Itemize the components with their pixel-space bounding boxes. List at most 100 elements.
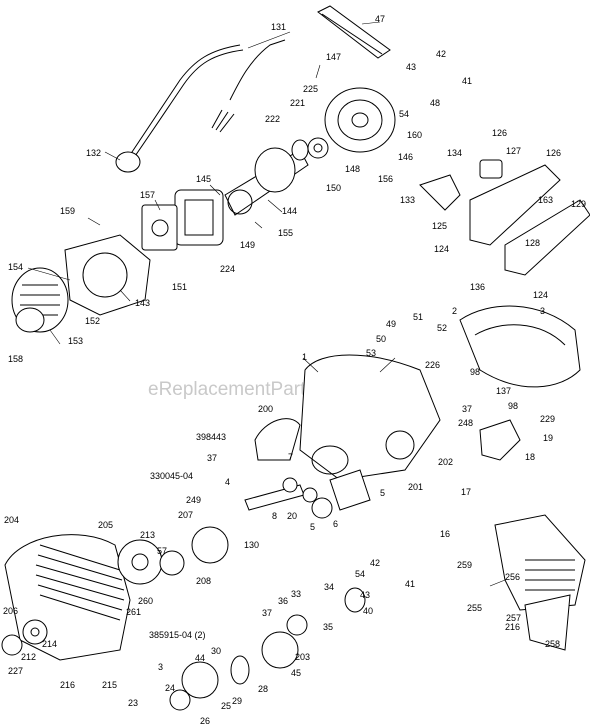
label-126-a: 126	[492, 128, 507, 138]
label-248: 248	[458, 418, 473, 428]
label-19: 19	[543, 433, 553, 443]
label-159: 159	[60, 206, 75, 216]
label-153: 153	[68, 336, 83, 346]
label-8: 8	[272, 511, 277, 521]
label-45: 45	[291, 668, 301, 678]
label-26: 26	[200, 716, 210, 726]
label-150: 150	[326, 183, 341, 193]
label-4: 4	[225, 477, 230, 487]
blade-washer-parts	[1, 619, 48, 656]
power-cord	[115, 39, 286, 173]
label-2: 2	[452, 306, 457, 316]
label-227: 227	[8, 666, 23, 676]
label-23: 23	[128, 698, 138, 708]
label-205: 205	[98, 520, 113, 530]
label-149: 149	[240, 240, 255, 250]
drive-belt	[317, 5, 391, 59]
label-156: 156	[378, 174, 393, 184]
label-203: 203	[295, 652, 310, 662]
label-25: 25	[221, 701, 231, 711]
label-36: 36	[278, 596, 288, 606]
label-41: 41	[462, 76, 472, 86]
label-47: 47	[375, 14, 385, 24]
label-128: 128	[525, 238, 540, 248]
label-221: 221	[290, 98, 305, 108]
lower-guard	[4, 534, 131, 661]
label-208: 208	[196, 576, 211, 586]
label-43-b: 43	[360, 590, 370, 600]
label-157: 157	[140, 190, 155, 200]
label-3-b: 3	[158, 662, 163, 672]
label-133: 133	[400, 195, 415, 205]
label-3-a: 3	[540, 306, 545, 316]
fence-bracket	[479, 419, 521, 461]
brush-holder	[141, 204, 178, 251]
upper-guard	[459, 305, 581, 388]
label-130: 130	[244, 540, 259, 550]
label-201: 201	[408, 482, 423, 492]
label-51: 51	[413, 312, 423, 322]
armature	[224, 139, 309, 216]
label-129: 129	[571, 199, 586, 209]
switch-handle	[419, 159, 590, 276]
label-256: 256	[505, 572, 520, 582]
label-37-a: 37	[462, 404, 472, 414]
label-146: 146	[398, 152, 413, 162]
label-202: 202	[438, 457, 453, 467]
label-152: 152	[85, 316, 100, 326]
label-37-c: 37	[262, 608, 272, 618]
end-cap	[11, 267, 69, 333]
label-224: 224	[220, 264, 235, 274]
label-7: 7	[288, 452, 293, 462]
label-200: 200	[258, 404, 273, 414]
label-41-b: 41	[405, 579, 415, 589]
label-207: 207	[178, 510, 193, 520]
label-158: 158	[8, 354, 23, 364]
label-54-b: 54	[355, 569, 365, 579]
label-98-b: 98	[508, 401, 518, 411]
label-28: 28	[258, 684, 268, 694]
blade-guard-insert	[254, 418, 301, 461]
label-40: 40	[363, 606, 373, 616]
label-30: 30	[211, 646, 221, 656]
label-124-b: 124	[533, 290, 548, 300]
belt-housing	[307, 87, 396, 159]
label-261: 261	[126, 607, 141, 617]
label-131: 131	[271, 22, 286, 32]
label-134: 134	[447, 148, 462, 158]
label-147: 147	[326, 52, 341, 62]
label-213: 213	[140, 530, 155, 540]
label-137: 137	[496, 386, 511, 396]
label-42-b: 42	[370, 558, 380, 568]
label-214: 214	[42, 639, 57, 649]
label-160: 160	[407, 130, 422, 140]
label-249: 249	[186, 495, 201, 505]
label-151: 151	[172, 282, 187, 292]
label-216-a: 216	[505, 622, 520, 632]
label-136: 136	[470, 282, 485, 292]
label-255: 255	[467, 603, 482, 613]
label-6: 6	[333, 519, 338, 529]
label-258: 258	[545, 639, 560, 649]
label-330045-04: 330045-04	[150, 471, 193, 481]
label-206: 206	[3, 606, 18, 616]
label-257: 257	[506, 613, 521, 623]
label-48: 48	[430, 98, 440, 108]
label-124-a: 124	[434, 244, 449, 254]
label-42: 42	[436, 49, 446, 59]
label-144: 144	[282, 206, 297, 216]
label-125: 125	[432, 221, 447, 231]
arbor-assembly	[169, 587, 366, 711]
label-148: 148	[345, 164, 360, 174]
label-24: 24	[165, 683, 175, 693]
label-18: 18	[525, 452, 535, 462]
label-57: 57	[157, 546, 167, 556]
label-126-b: 126	[546, 148, 561, 158]
label-43: 43	[406, 62, 416, 72]
label-33: 33	[291, 589, 301, 599]
label-259: 259	[457, 560, 472, 570]
motor-housing	[64, 234, 151, 316]
spindle-shaft	[244, 469, 371, 519]
label-37-b: 37	[207, 453, 217, 463]
